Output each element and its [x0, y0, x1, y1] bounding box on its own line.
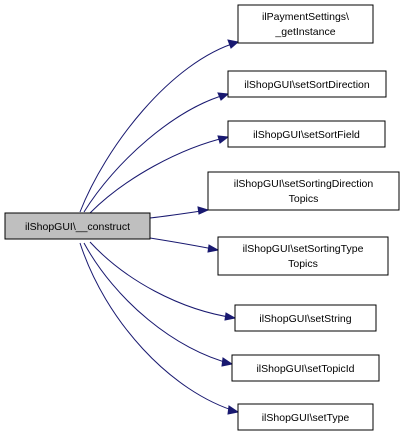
- edge-to-setsortdirection: [83, 92, 230, 213]
- node-settopicid[interactable]: ilShopGUI\setTopicId: [231, 354, 380, 382]
- node-source-label: ilShopGUI\__construct: [25, 221, 130, 233]
- edge-to-settopicid: [83, 242, 234, 367]
- node-label-line-2: _getInstance: [274, 26, 335, 38]
- node-label-line-1: ilShopGUI\setSortDirection: [244, 79, 370, 91]
- edge-to-setsortingtypetopics: [149, 237, 220, 253]
- node-setstring[interactable]: ilShopGUI\setString: [234, 304, 377, 332]
- node-label-line-1: ilShopGUI\setType: [262, 412, 350, 424]
- node-setsortingdirectiontopics[interactable]: ilShopGUI\setSortingDirection Topics: [207, 171, 400, 211]
- edge-to-setsortfield: [89, 135, 230, 214]
- node-label-line-1: ilShopGUI\setString: [259, 313, 351, 325]
- edge-to-setsortingdirectiontopics: [149, 206, 210, 219]
- node-label-line-2: Topics: [288, 258, 318, 270]
- edge-to-setstring: [89, 241, 237, 321]
- edge-to-settype: [79, 242, 240, 415]
- node-source-construct[interactable]: ilShopGUI\__construct: [4, 212, 151, 240]
- node-setsortfield[interactable]: ilShopGUI\setSortField: [227, 120, 386, 148]
- node-label-line-1: ilShopGUI\setSortingDirection: [234, 178, 374, 190]
- node-label-line-1: ilShopGUI\setTopicId: [256, 363, 354, 375]
- node-setsortingtypetopics[interactable]: ilShopGUI\setSortingType Topics: [217, 236, 389, 276]
- node-settype[interactable]: ilShopGUI\setType: [237, 403, 374, 431]
- node-paymentsettings-getinstance[interactable]: ilPaymentSettings\ _getInstance: [237, 4, 374, 44]
- node-label-line-1: ilPaymentSettings\: [262, 11, 349, 23]
- node-label-line-1: ilShopGUI\setSortingType: [243, 243, 364, 255]
- node-label-line-2: Topics: [289, 193, 319, 205]
- node-label-line-1: ilShopGUI\setSortField: [253, 129, 360, 141]
- edge-to-getinstance: [79, 39, 240, 213]
- node-setsortdirection[interactable]: ilShopGUI\setSortDirection: [227, 70, 387, 98]
